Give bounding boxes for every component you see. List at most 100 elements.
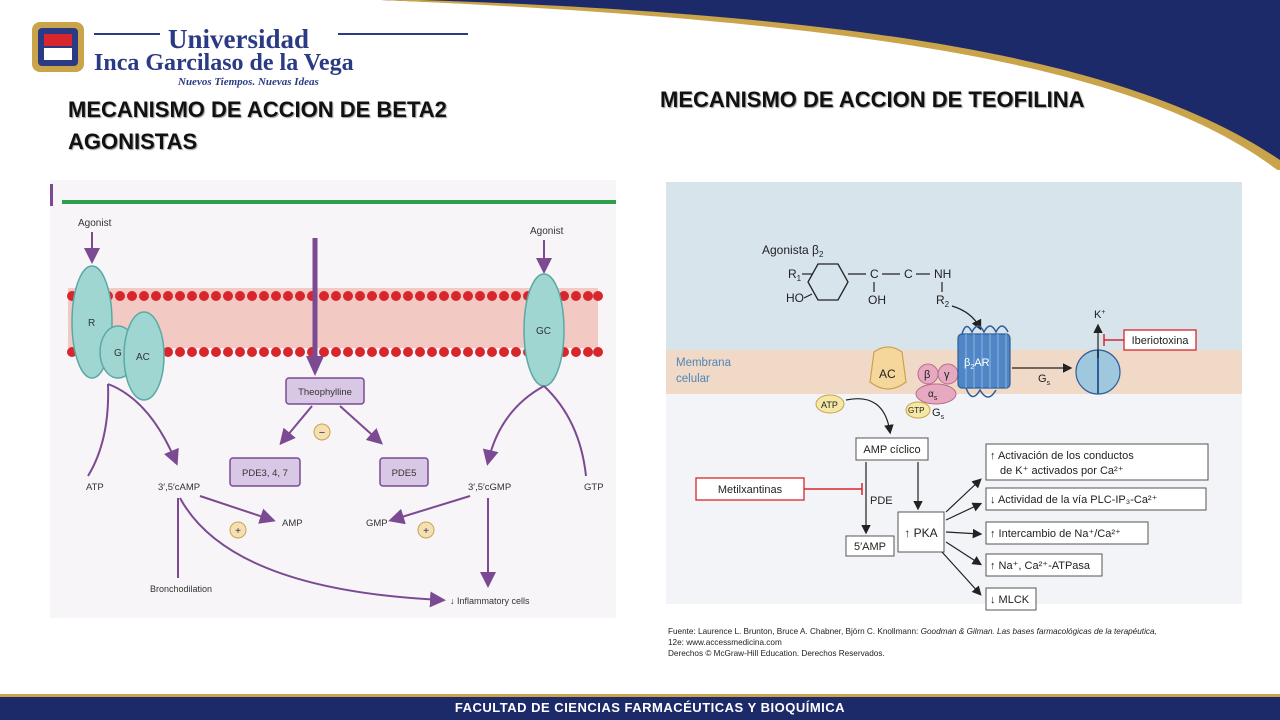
theophylline-label: Theophylline [298,387,352,398]
arrow-to-pde5 [339,405,383,445]
cgmp-to-gmp-arrow [388,495,471,525]
gtp-bubble [905,401,931,419]
pka-label: ↑ PKA [904,526,937,540]
amp-ciclico-label: AMP cíclico [863,444,920,456]
agonist-right-label: Agonist [530,226,564,237]
bond-ho [803,293,813,299]
plus-sign-right: + [423,526,429,537]
university-logo: Universidad Inca Garcilaso de la Vega Nu… [28,18,488,88]
adenylyl-cyclase [123,311,165,401]
university-name-line2: Inca Garcilaso de la Vega [94,50,354,76]
plus-sign-left: + [235,526,241,537]
pde347-box [229,457,301,487]
receptor-r-label: R [88,318,95,329]
membrane-label-2: celular [676,373,710,385]
alpha-label: αs [928,389,938,402]
beta2-mechanism-diagram: Agonist Agonist R G AC GC Theophylline −… [50,180,616,618]
theophylline-box [285,377,365,405]
minus-sign: − [319,427,325,439]
pka-box [897,511,945,553]
amp-ciclico-box [855,437,929,461]
footer-gold-rule [0,694,1280,698]
c2-label: C [904,267,913,281]
university-name-line1: Universidad [168,24,310,54]
pde5-box [379,457,429,487]
gmp-label: GMP [366,518,388,529]
source-line3: Derechos © McGraw-Hill Education. Derech… [668,649,885,658]
pde-label: PDE [870,495,893,507]
protein-g-label: G [114,348,122,359]
five-amp-box [845,535,895,557]
effect5-label: ↓ MLCK [990,594,1030,606]
cgmp-label: 3′,5′cGMP [468,482,511,493]
effect2-box [985,487,1207,511]
logo-rules [94,33,468,35]
atp-curve [87,383,110,477]
gamma-label: γ [944,369,950,381]
ac-right-label: AC [879,367,896,381]
ho-label: HO [786,291,804,305]
five-amp-label: 5′AMP [854,541,886,553]
ac-label: AC [136,352,150,363]
b2ar-label: β2AR [964,357,990,371]
gc-label: GC [536,326,551,337]
footer-bar [0,697,1280,720]
atp-bubble [815,394,845,414]
green-rule [62,200,616,204]
arrow-to-pde347 [279,405,313,446]
amp-label: AMP [282,518,303,529]
pka-effect4-arrow [945,541,983,566]
effect1-line2: de K⁺ activados por Ca²⁺ [1000,465,1124,477]
plus-icon-right [417,521,435,539]
r1-label: R1 [788,267,802,283]
pka-effect1-arrow [945,478,982,513]
agonista-label: Agonista β2 [762,243,824,259]
camp-to-amp-arrow [199,495,276,524]
plus-icon-left [229,521,247,539]
gtp-to-cgmp-arrow [482,385,545,466]
gtp-curve [543,385,587,477]
pde5-label: PDE5 [392,468,417,479]
crest-icon [32,22,84,72]
effect4-label: ↑ Na⁺, Ca²⁺-ATPasa [990,560,1091,572]
atp-right-label: ATP [821,400,838,410]
atp-to-camp-arrow [107,383,179,466]
galpha-subunit [915,383,957,405]
atp-to-camp-arrow-right [845,398,894,435]
theophylline-arrowhead [306,356,324,376]
effect3-label: ↑ Intercambio de Na⁺/Ca²⁺ [990,528,1121,540]
beta2-receptor [957,325,1011,398]
iberiotoxina-label: Iberiotoxina [1132,335,1190,347]
effect4-box [985,553,1103,577]
inhibit-minus-icon [313,423,331,441]
source-line2: 12e: www.accessmedicina.com [668,638,782,647]
pde347-label: PDE3, 4, 7 [242,468,288,479]
atp-label: ATP [86,482,104,493]
effect3-box [985,521,1149,545]
pka-effect5-arrow [941,551,982,596]
beta-label: β [924,369,930,381]
pka-effect3-arrow [945,528,983,539]
pka-effect2-arrow [945,502,983,521]
header-swoosh [380,0,1280,170]
gtp-right-label: GTP [908,406,924,415]
camp-to-inflammatory-arrow [179,497,446,608]
effect2-label: ↓ Actividad de la vía PLC-IP₃-Ca²⁺ [990,494,1158,506]
bronchodilation-label: Bronchodilation [150,584,212,594]
c1-label: C [870,267,879,281]
title-theophylline: MECANISMO DE ACCION DE TEOFILINA [660,87,1085,112]
benzene-ring [807,263,849,301]
source-line1: Fuente: Laurence L. Brunton, Bruce A. Ch… [668,627,1157,636]
effect1-line1: ↑ Activación de los conductos [990,450,1134,462]
camp-label: 3′,5′cAMP [158,482,200,493]
k-ion-label: K+ [1094,309,1105,321]
gtp-label: GTP [584,482,604,493]
effect1-box [985,443,1209,481]
purple-tick [50,184,53,206]
nh-label: NH [934,267,951,281]
agonist-left-label: Agonist [78,218,112,229]
title-beta2-agonists: MECANISMO DE ACCION DE BETA2 AGONISTAS [68,97,447,154]
metilxantinas-label: Metilxantinas [718,484,783,496]
r2-label: R2 [936,293,950,309]
